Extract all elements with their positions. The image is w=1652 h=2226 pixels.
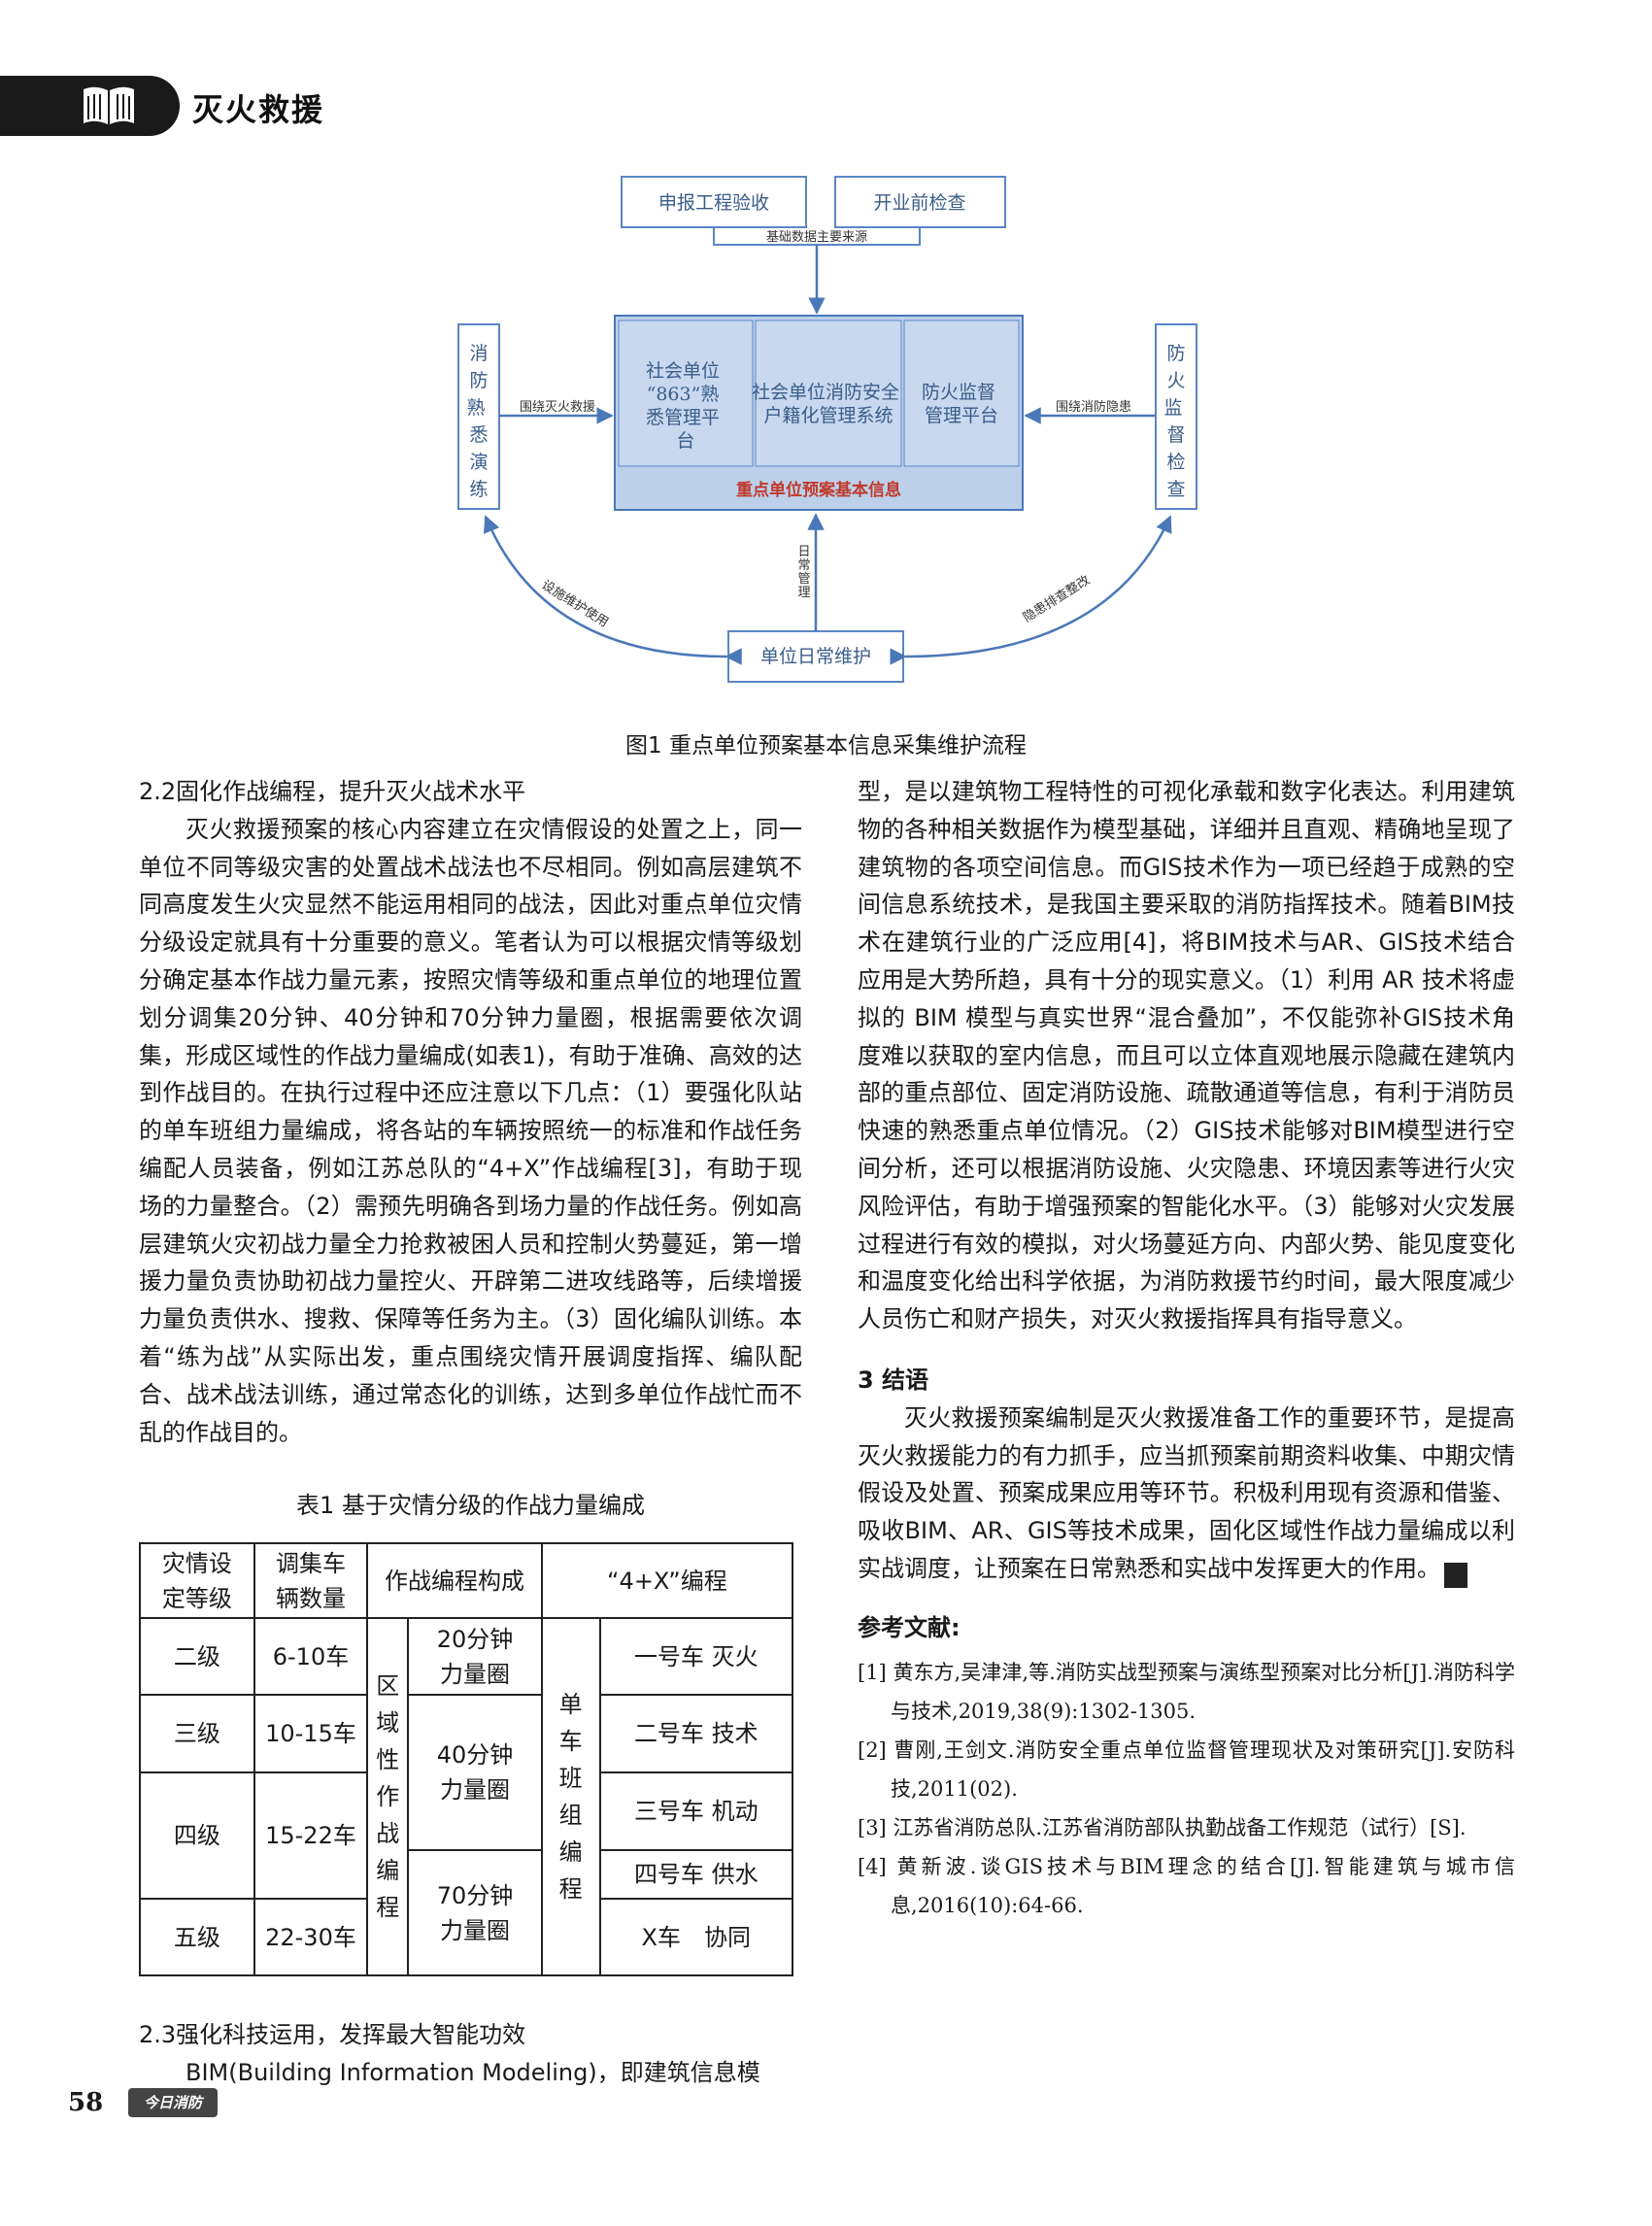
fire-supervision-label: 防火监督 管理平台 bbox=[922, 382, 1001, 426]
header-cell: “4+X”编程 bbox=[540, 1542, 794, 1619]
vehicles-cell: 10-15车 bbox=[253, 1694, 369, 1773]
heading-2-2: 2.2固化作战编程，提升灭火战术水平 bbox=[139, 778, 526, 805]
around-rescue-label: 围绕灭火救援 bbox=[520, 399, 595, 415]
vehicles-cell: 15-22车 bbox=[253, 1771, 369, 1900]
vehicle-role-cell: X车 协同 bbox=[598, 1898, 794, 1976]
header-cell: 调集车辆数量 bbox=[253, 1542, 369, 1619]
paragraph-conclusion: 灭火救援预案编制是灭火救援准备工作的重要环节，是提高灭火救援能力的有力抓手，应当… bbox=[858, 1400, 1515, 1588]
header-cell: 作战编程构成 bbox=[366, 1542, 543, 1619]
force-table: 灾情设定等级 调集车辆数量 作战编程构成 “4+X”编程 二级 6-10车 区域… bbox=[139, 1542, 794, 1976]
level-cell: 四级 bbox=[139, 1771, 255, 1900]
platform-863-label: 社会单位 “863”熟 悉管理平 台 bbox=[646, 360, 725, 452]
vehicles-cell: 22-30车 bbox=[253, 1898, 369, 1976]
drill-label: 消防熟 悉演练 bbox=[466, 343, 490, 500]
vehicle-role-cell: 四号车 供水 bbox=[598, 1849, 794, 1900]
end-mark-icon: 6 bbox=[1444, 1562, 1501, 1588]
inspection-box bbox=[1155, 323, 1197, 510]
heading-2-3: 2.3强化科技运用，发挥最大智能功效 bbox=[139, 2021, 526, 2048]
level-cell: 三级 bbox=[139, 1694, 255, 1773]
reference-item: [2] 曹刚,王剑文.消防安全重点单位监督管理现状及对策研究[J].安防科技,2… bbox=[858, 1737, 1515, 1801]
reference-item: [4] 黄新波.谈GIS技术与BIM理念的结合[J].智能建筑与城市信息,201… bbox=[858, 1854, 1515, 1917]
header-cell: 灾情设定等级 bbox=[139, 1542, 255, 1619]
right-column: 型，是以建筑物工程特性的可视化承载和数字化表达。利用建筑物的各种相关数据作为模型… bbox=[858, 773, 1515, 1925]
left-curve-arrow bbox=[483, 515, 742, 665]
reference-item: [3] 江苏省消防总队.江苏省消防部队执勤战备工作规范（试行）[S]. bbox=[858, 1815, 1467, 1839]
drill-box bbox=[457, 323, 500, 510]
flow-diagram: 申报工程验收 开业前检查 基础数据主要来源 社会单位 “863”熟 悉管理平 台… bbox=[457, 176, 1197, 683]
right-curve-arrow bbox=[890, 515, 1172, 665]
paragraph-bim-continued: 型，是以建筑物工程特性的可视化承载和数字化表达。利用建筑物的各种相关数据作为模型… bbox=[858, 778, 1515, 1333]
vehicle-role-cell: 二号车 技术 bbox=[598, 1694, 794, 1773]
single-vehicle-label-cell: 单车班组编程 bbox=[540, 1617, 601, 1976]
page-number: 58 bbox=[68, 2088, 104, 2117]
fire-safety-system-label: 社会单位消防安全 户籍化管理系统 bbox=[752, 382, 905, 426]
left-column: 2.2固化作战编程，提升灭火战术水平 灭火救援预案的核心内容建立在灾情假设的处置… bbox=[139, 773, 802, 1451]
daily-mgmt-label: 日常管理 bbox=[797, 545, 810, 600]
circle-cell: 20分钟力量圈 bbox=[407, 1617, 543, 1696]
circle-cell: 70分钟力量圈 bbox=[407, 1849, 543, 1976]
paragraph-2-3-start: BIM(Building Information Modeling)，即建筑信息… bbox=[185, 2058, 760, 2086]
key-unit-info-label: 重点单位预案基本信息 bbox=[736, 480, 901, 500]
left-column-bottom: 2.3强化科技运用，发挥最大智能功效 BIM(Building Informat… bbox=[139, 2016, 802, 2092]
acceptance-box bbox=[621, 176, 807, 228]
table-caption: 表1 基于灾情分级的作战力量编成 bbox=[296, 1492, 645, 1519]
heading-3: 3 结语 bbox=[858, 1366, 929, 1394]
reference-item: [1] 黄东方,吴津津,等.消防实战型预案与演练型预案对比分析[J].消防科学与… bbox=[858, 1660, 1515, 1723]
paragraph-2-2: 灭火救援预案的核心内容建立在灾情假设的处置之上，同一单位不同等级灾害的处置战术战… bbox=[139, 815, 802, 1446]
level-cell: 五级 bbox=[139, 1898, 255, 1976]
magazine-logo: 今日消防 bbox=[128, 2088, 218, 2117]
around-hazards-label: 围绕消防隐患 bbox=[1056, 399, 1131, 415]
level-cell: 二级 bbox=[139, 1617, 255, 1696]
section-title: 灭火救援 bbox=[192, 91, 325, 128]
data-source-label: 基础数据主要来源 bbox=[766, 230, 867, 245]
pre-opening-label: 开业前检查 bbox=[873, 192, 965, 214]
daily-maintenance-label: 单位日常维护 bbox=[760, 646, 871, 667]
circle-cell: 40分钟力量圈 bbox=[407, 1694, 543, 1851]
figure-caption: 图1 重点单位预案基本信息采集维护流程 bbox=[625, 733, 1027, 759]
vehicle-role-cell: 一号车 灭火 bbox=[598, 1617, 794, 1696]
regional-label-cell: 区域性作战编程 bbox=[366, 1617, 410, 1976]
acceptance-label: 申报工程验收 bbox=[658, 192, 769, 214]
references-title: 参考文献: bbox=[858, 1613, 961, 1641]
book-icon bbox=[84, 86, 134, 124]
vehicles-cell: 6-10车 bbox=[253, 1617, 369, 1696]
vehicle-role-cell: 三号车 机动 bbox=[598, 1771, 794, 1851]
inspection-label: 防火监 督检查 bbox=[1163, 343, 1188, 500]
